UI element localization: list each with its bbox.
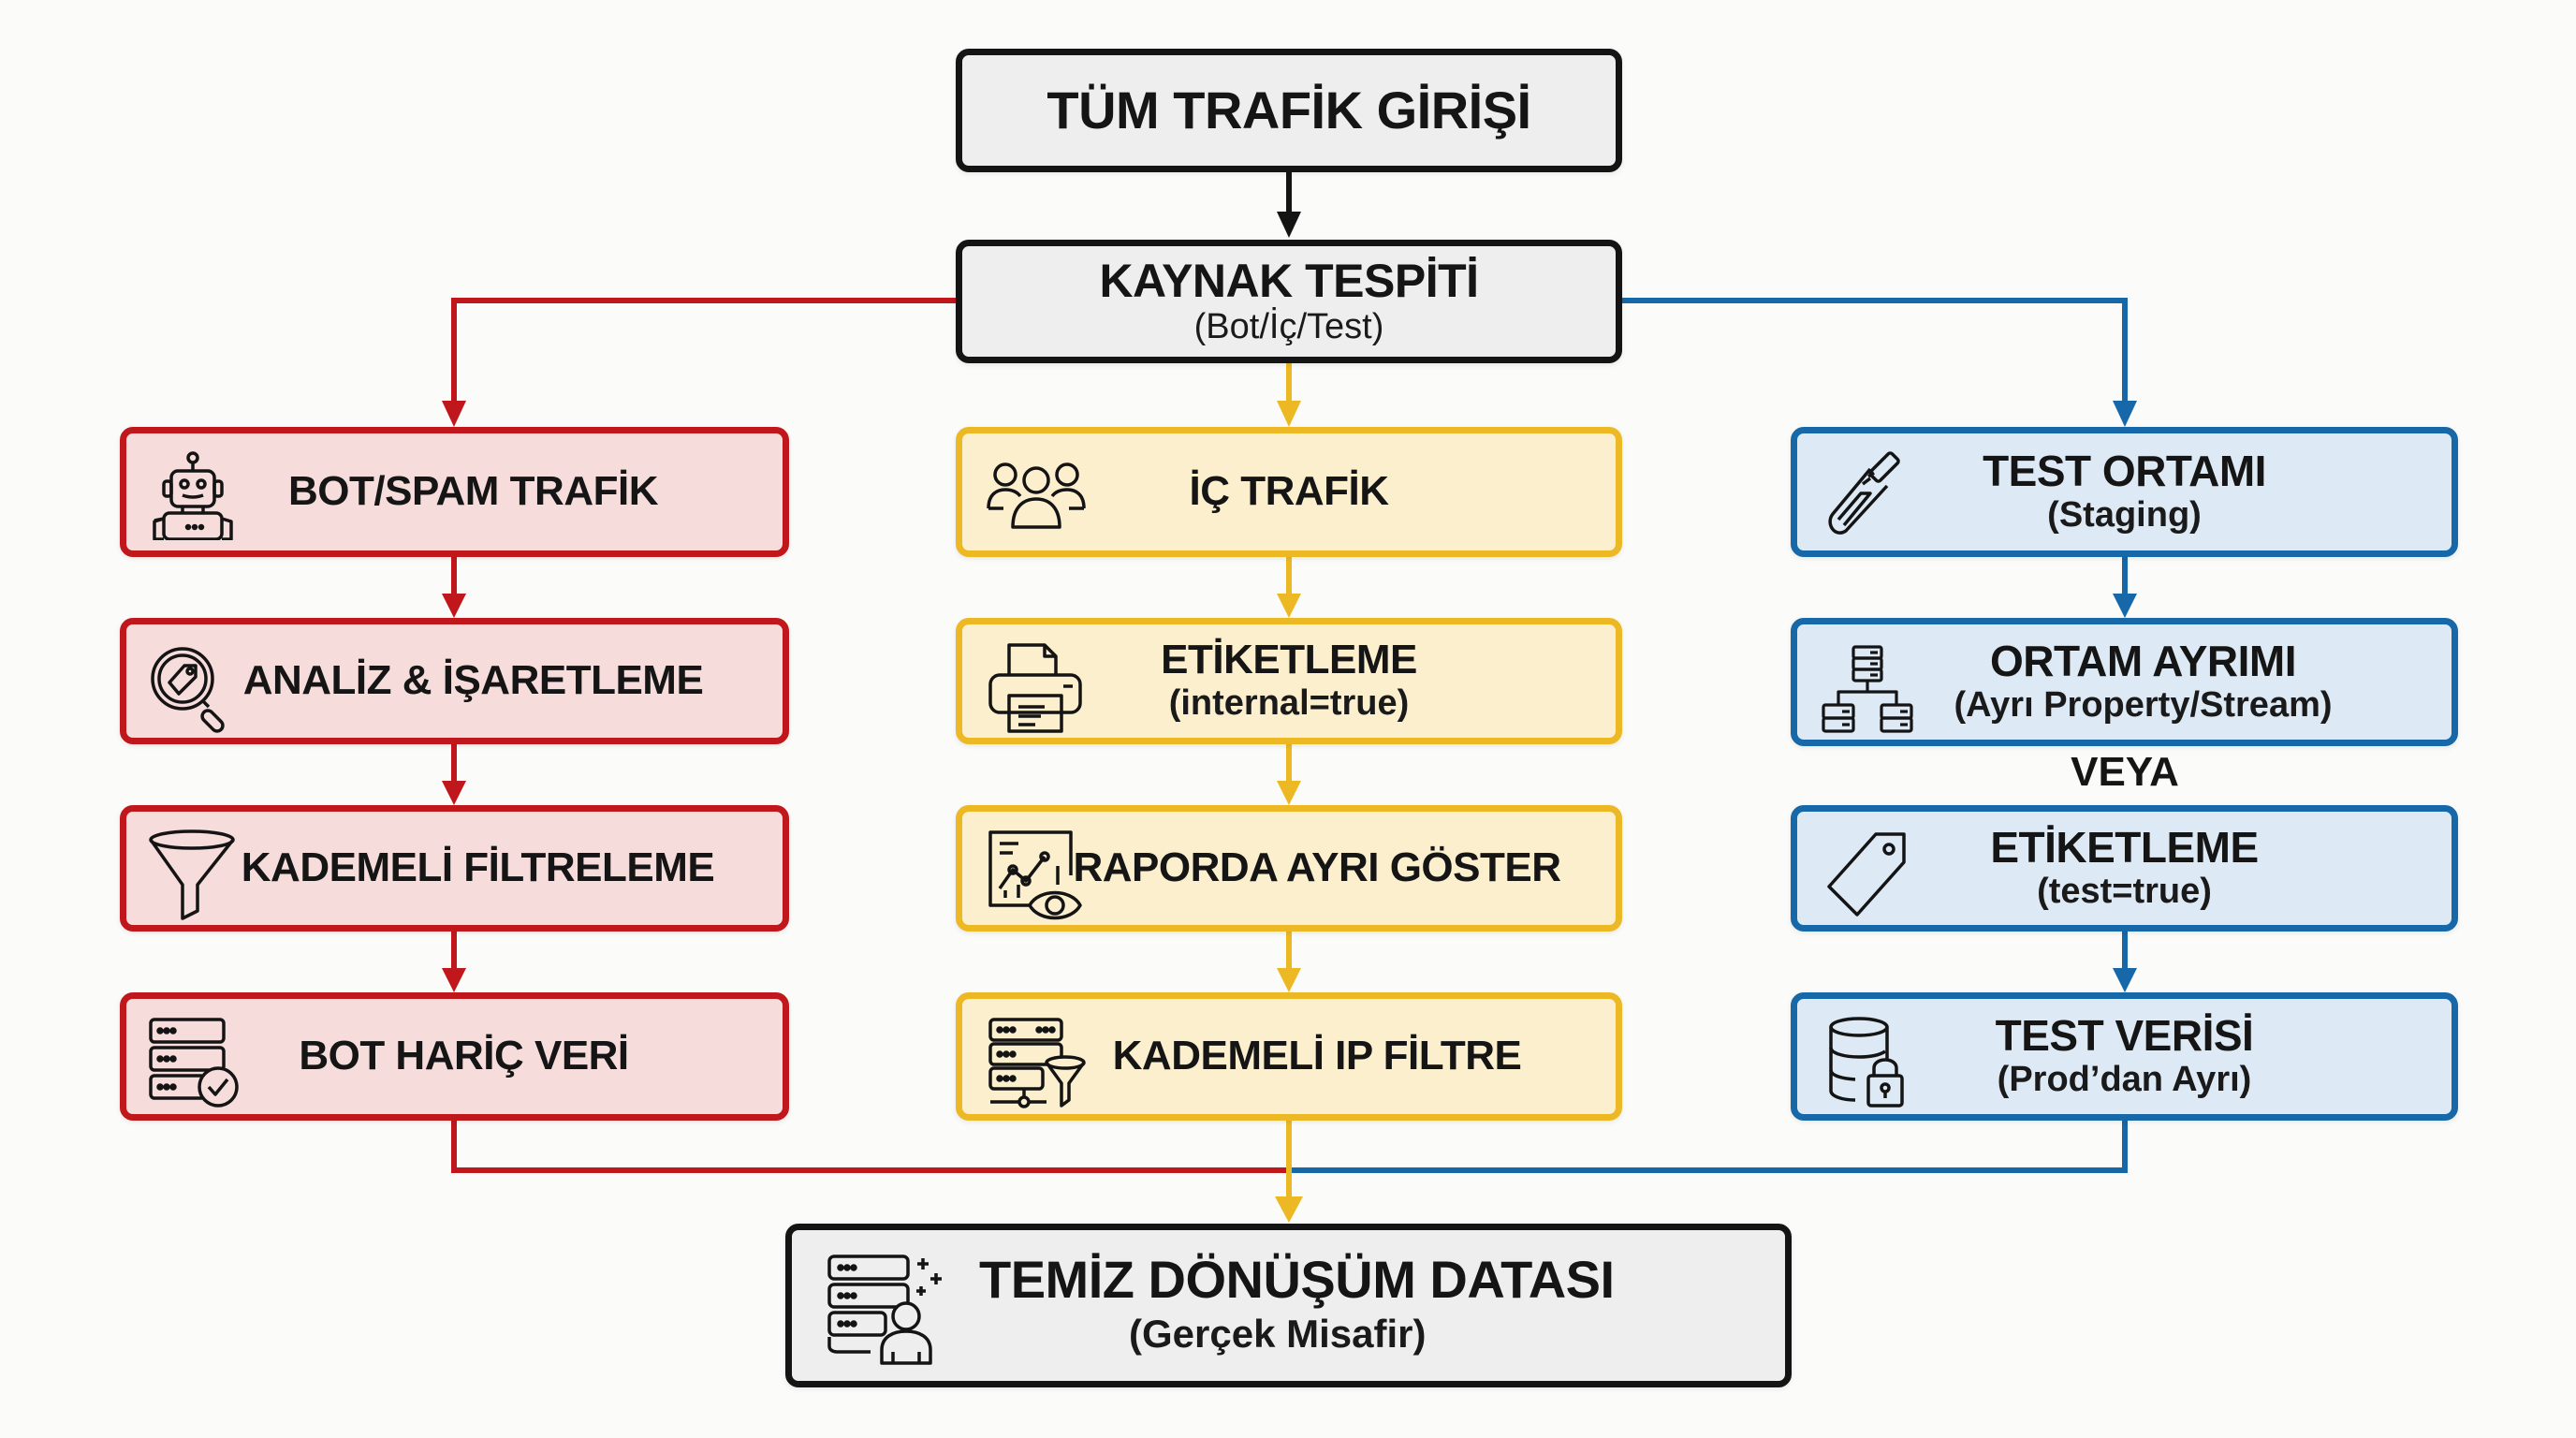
users-group-icon: [987, 462, 1086, 529]
all-traffic-entry-box: TÜM TRAFİK GİRİŞİ: [956, 49, 1622, 172]
test-data-box: TEST VERİSİ (Prod’dan Ayrı): [1791, 992, 2458, 1121]
robot-icon: [151, 450, 235, 540]
internal-traffic-box: İÇ TRAFİK: [956, 427, 1622, 557]
or-separator-label: VEYA: [2071, 749, 2179, 795]
magnifier-tag-icon: [147, 643, 237, 733]
tiered-ip-filter-box: KADEMELİ IP FİLTRE: [956, 992, 1622, 1121]
test-tagging-box: ETİKETLEME (test=true): [1791, 805, 2458, 932]
environment-separation-title: ORTAM AYRIMI: [1989, 637, 2297, 686]
server-hierarchy-icon: [1822, 645, 1913, 735]
test-environment-subtitle: (Staging): [2047, 494, 2202, 535]
tag-icon: [1825, 829, 1910, 920]
server-funnel-icon: [987, 1016, 1086, 1109]
source-detection-box: KAYNAK TESPİTİ (Bot/İç/Test): [956, 240, 1622, 363]
bot-spam-traffic-title: BOT/SPAM TRAFİK: [288, 468, 659, 515]
internal-tagging-subtitle: (internal=true): [1168, 682, 1410, 723]
tiered-ip-filter-title: KADEMELİ IP FİLTRE: [1112, 1033, 1522, 1079]
source-detection-title: KAYNAK TESPİTİ: [1099, 254, 1479, 307]
test-tube-icon: [1822, 448, 1911, 542]
report-eye-icon: [987, 829, 1084, 922]
all-traffic-entry-title: TÜM TRAFİK GİRİŞİ: [1046, 81, 1531, 140]
show-separately-in-report-title: RAPORDA AYRI GÖSTER: [1073, 844, 1561, 891]
environment-separation-box: ORTAM AYRIMI (Ayrı Property/Stream): [1791, 618, 2458, 746]
funnel-icon: [147, 829, 237, 922]
test-data-title: TEST VERİSİ: [1995, 1011, 2254, 1061]
analysis-marking-title: ANALİZ & İŞARETLEME: [242, 657, 704, 704]
clean-conversion-data-title: TEMİZ DÖNÜŞÜM DATASI: [979, 1249, 1615, 1309]
internal-traffic-title: İÇ TRAFİK: [1189, 468, 1389, 515]
clean-conversion-data-subtitle: (Gerçek Misafir): [1129, 1312, 1427, 1357]
source-detection-subtitle: (Bot/İç/Test): [1193, 306, 1384, 346]
internal-tagging-title: ETİKETLEME: [1161, 637, 1417, 683]
server-user-icon: [826, 1253, 947, 1365]
test-tagging-subtitle: (test=true): [2037, 871, 2212, 911]
analysis-marking-box: ANALİZ & İŞARETLEME: [120, 618, 789, 744]
test-tagging-title: ETİKETLEME: [1990, 823, 2259, 873]
test-environment-box: TEST ORTAMI (Staging): [1791, 427, 2458, 557]
bot-excluded-data-title: BOT HARİÇ VERİ: [299, 1033, 629, 1079]
show-separately-in-report-box: RAPORDA AYRI GÖSTER: [956, 805, 1622, 932]
environment-separation-subtitle: (Ayrı Property/Stream): [1954, 684, 2333, 725]
server-check-icon: [147, 1016, 241, 1109]
bot-spam-traffic-box: BOT/SPAM TRAFİK: [120, 427, 789, 557]
test-environment-title: TEST ORTAMI: [1983, 447, 2266, 496]
tiered-filtering-box: KADEMELİ FİLTRELEME: [120, 805, 789, 932]
test-data-subtitle: (Prod’dan Ayrı): [1997, 1059, 2252, 1099]
printer-icon: [987, 641, 1084, 735]
tiered-filtering-title: KADEMELİ FİLTRELEME: [241, 844, 715, 891]
clean-conversion-data-box: TEMİZ DÖNÜŞÜM DATASI (Gerçek Misafir): [785, 1224, 1792, 1387]
internal-tagging-box: ETİKETLEME (internal=true): [956, 618, 1622, 744]
bot-excluded-data-box: BOT HARİÇ VERİ: [120, 992, 789, 1121]
database-lock-icon: [1827, 1016, 1906, 1109]
